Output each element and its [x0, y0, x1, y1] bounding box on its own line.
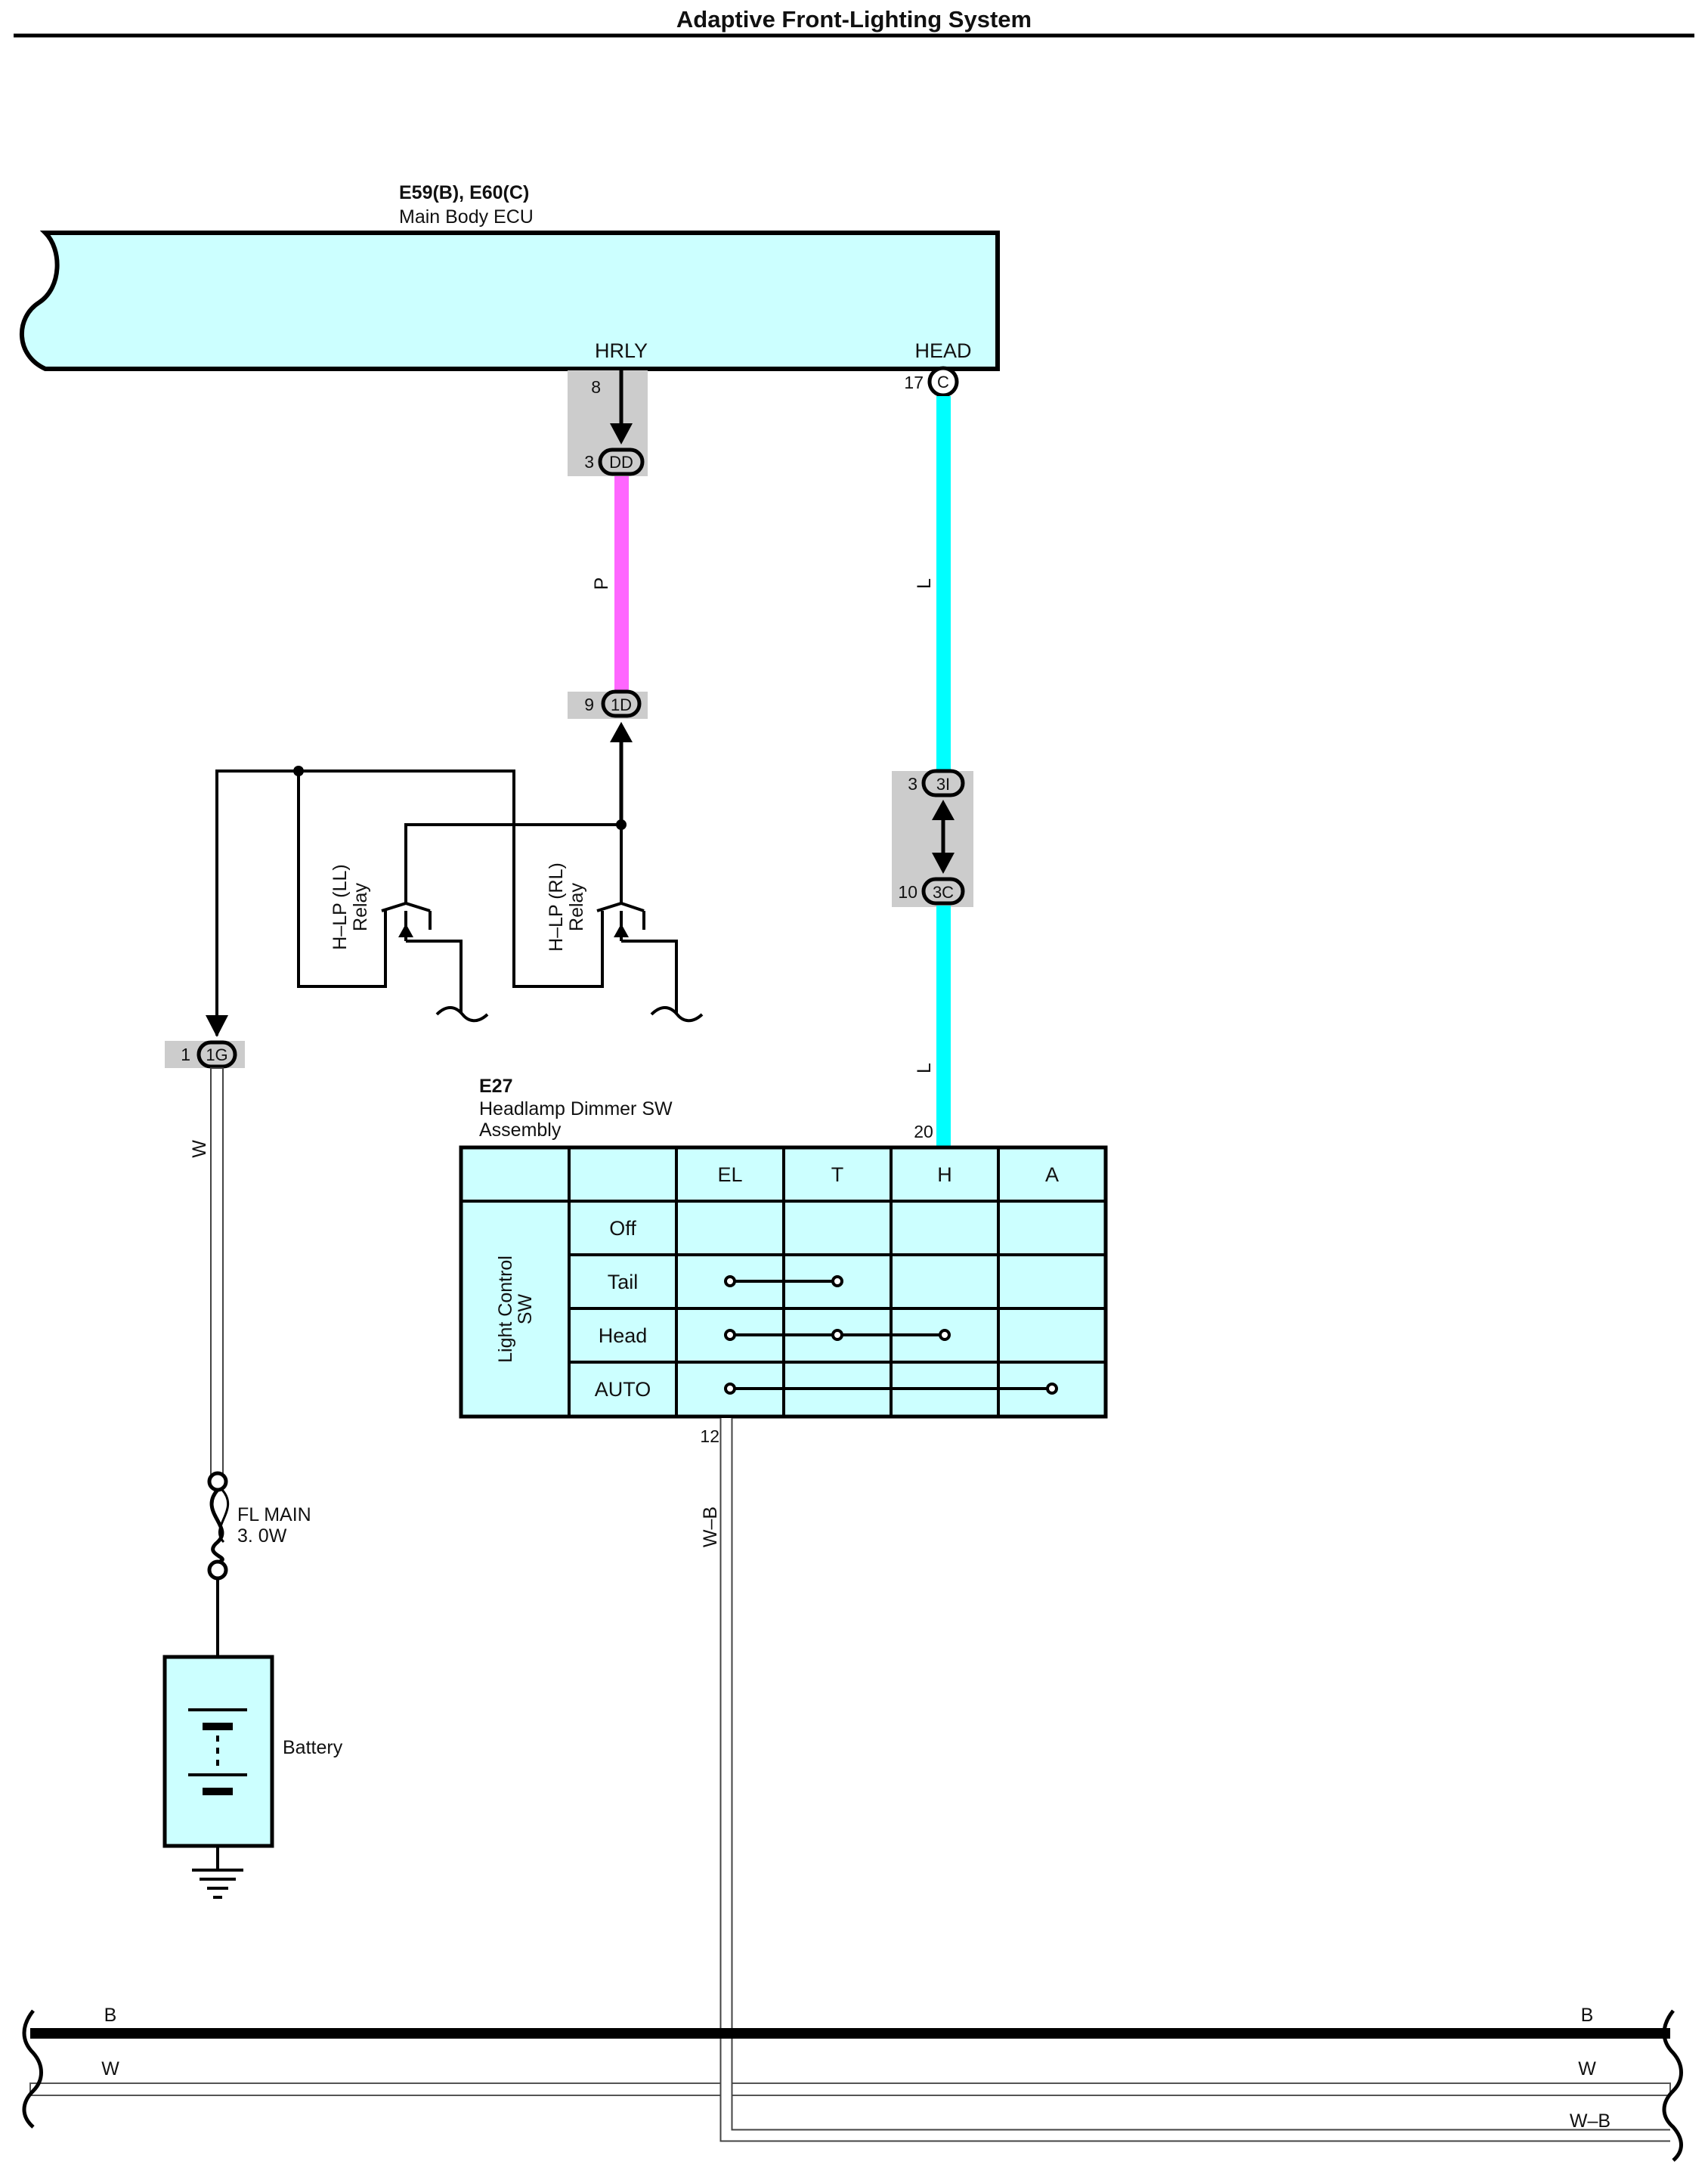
- fuse-bottom-terminal: [207, 1559, 228, 1581]
- wire-label-wb: W–B: [700, 1506, 721, 1547]
- bus-label-w-right: W: [1578, 2058, 1596, 2079]
- dimmer-col-h: H: [937, 1163, 952, 1186]
- dimmer-name-1: Headlamp Dimmer SW: [479, 1098, 673, 1119]
- dimmer-grid: [461, 1147, 1106, 1417]
- relay-rl-label: H–LP (RL): [546, 862, 567, 952]
- dimmer-row-head: Head: [599, 1324, 648, 1347]
- bus-wire-b: [30, 2028, 1670, 2039]
- dimmer-col-el: EL: [717, 1163, 742, 1186]
- wire-label-w: W: [189, 1140, 210, 1158]
- fuse-element-2: [218, 1489, 230, 1544]
- contact-auto-a: [1046, 1383, 1058, 1395]
- g1-arrow: [206, 1015, 228, 1037]
- interconnect-arrow-up: [932, 800, 955, 820]
- relay-feed-arrow: [610, 722, 633, 742]
- connector-1d-label: 1D: [611, 695, 632, 714]
- relay-rl-contact: [614, 924, 629, 937]
- dimmer-row-auto: AUTO: [595, 1378, 651, 1401]
- pin-3i: 3: [908, 774, 917, 794]
- wire-label-l-upper: L: [914, 578, 935, 589]
- pin-head: 17: [904, 373, 924, 392]
- dimmer-row-tail: Tail: [608, 1271, 639, 1293]
- fuse-rating: 3. 0W: [237, 1525, 287, 1547]
- contact-head-t: [831, 1329, 843, 1341]
- contact-head-el: [724, 1329, 736, 1341]
- wire-pink: [614, 476, 629, 690]
- fuse-element: [209, 1488, 224, 1565]
- wire-wb: [719, 1418, 1670, 2142]
- dimmer-col-t: T: [831, 1163, 844, 1186]
- wire-blue-upper: [936, 396, 951, 771]
- pin-3c: 10: [898, 882, 917, 902]
- pin-1d: 9: [584, 695, 594, 714]
- dimmer-col-a: A: [1045, 1163, 1059, 1186]
- relay-ll-sublabel: Relay: [350, 883, 371, 931]
- connector-c: [927, 366, 959, 398]
- ecu-code: E59(B), E60(C): [399, 182, 529, 203]
- contact-tail-t: [831, 1275, 843, 1287]
- ecu-terminal-hrly: HRLY: [595, 339, 648, 362]
- connector-3c-label: 3C: [933, 883, 954, 902]
- diagram-title: Adaptive Front-Lighting System: [676, 6, 1032, 33]
- fuse-top-terminal: [207, 1471, 228, 1492]
- relay-wiring: [215, 770, 704, 1036]
- pin-1g: 1: [181, 1045, 190, 1064]
- bus-label-b-left: B: [104, 2005, 117, 2026]
- relay-ll-label: H–LP (LL): [330, 864, 351, 950]
- dimmer-row-header-1: Light Control: [495, 1256, 516, 1363]
- fuse-name: FL MAIN: [237, 1504, 311, 1525]
- connector-1d: [601, 689, 642, 718]
- relay-rl-sublabel: Relay: [566, 883, 587, 931]
- bus-left-break: [22, 2009, 43, 2129]
- dimmer-row-off: Off: [609, 1217, 636, 1240]
- pin-dimmer-20: 20: [914, 1122, 933, 1141]
- ecu-name: Main Body ECU: [399, 206, 534, 228]
- dimmer-row-header-2: SW: [515, 1293, 536, 1324]
- connector-dd: [598, 447, 645, 476]
- contact-head-h: [939, 1329, 951, 1341]
- connector-1g-label: 1G: [206, 1045, 227, 1064]
- battery-symbol: [188, 1708, 247, 1795]
- dimmer-code: E27: [479, 1076, 512, 1097]
- contact-auto-el: [724, 1383, 736, 1395]
- ecu-terminal-head: HEAD: [914, 339, 971, 362]
- connector-3c: [921, 877, 965, 906]
- bus-label-b-right: B: [1581, 2005, 1594, 2026]
- bus-wire-w: [29, 2082, 1671, 2096]
- dimmer-continuity: [724, 1275, 1058, 1395]
- connector-c-label: C: [937, 373, 949, 392]
- pin-dd: 3: [584, 452, 594, 472]
- pin-dimmer-12: 12: [700, 1426, 719, 1446]
- connector-dd-label: DD: [609, 453, 633, 472]
- wire-label-l-lower: L: [914, 1063, 935, 1073]
- bus-label-w-left: W: [101, 2058, 119, 2079]
- bus-label-wb-right: W–B: [1570, 2110, 1611, 2132]
- ground-icon: [192, 1869, 243, 1899]
- main-body-ecu: [20, 231, 1000, 371]
- battery-label: Battery: [283, 1737, 343, 1758]
- relay-junction-top: [293, 766, 304, 776]
- wire-white: [210, 1067, 224, 1477]
- connector-1g: [196, 1040, 237, 1069]
- bus-right-break: [1662, 2009, 1683, 2162]
- wire-blue-lower: [936, 906, 951, 1147]
- dimmer-name-2: Assembly: [479, 1119, 562, 1141]
- contact-tail-el: [724, 1275, 736, 1287]
- wire-wb-core: [721, 1418, 1670, 2141]
- hrly-arrow: [610, 423, 633, 444]
- pin-hrly: 8: [591, 377, 601, 397]
- relay-ll-contact: [398, 924, 413, 937]
- wire-label-p: P: [591, 578, 612, 590]
- connector-3i: [921, 769, 965, 797]
- interconnect-arrow-down: [932, 853, 955, 874]
- battery: [162, 1655, 274, 1848]
- connector-3i-label: 3I: [936, 775, 950, 794]
